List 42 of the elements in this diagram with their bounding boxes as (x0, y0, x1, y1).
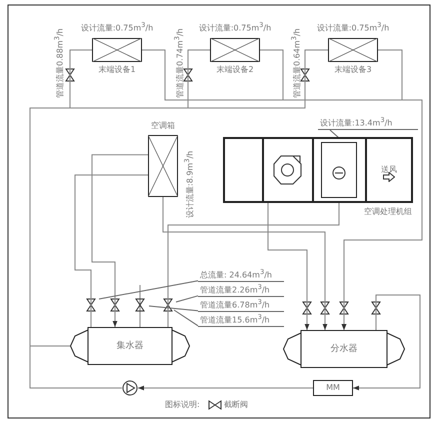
pipe-arrow (268, 202, 310, 330)
leader-line (174, 310, 198, 326)
node-label: 末端设备2 (216, 65, 254, 75)
leader-line (98, 280, 198, 300)
node-label: 空调处理机组 (364, 207, 412, 217)
node-label: 分水器 (330, 344, 358, 354)
pump-icon (122, 380, 138, 396)
flow-label (318, 118, 418, 130)
unit-section (366, 138, 412, 202)
unit-section (224, 138, 263, 202)
pipe-arrow (352, 294, 420, 390)
meter-box (313, 380, 353, 396)
flow-label (198, 315, 284, 327)
flow-label: 设计流量:0.75m$^{3}$/h (316, 20, 390, 34)
pipe-arrow (342, 50, 422, 330)
node-label: 管道流量2.26m$^{3}$/h (200, 282, 270, 296)
node-label: 集水器 (116, 341, 144, 351)
flow-label: 设计流量:0.75m$^{3}$/h (198, 20, 272, 34)
legend-title: 图标说明: (165, 400, 200, 410)
flow-label (198, 285, 284, 297)
node-label: 管道流量6.78m$^{3}$/h (200, 297, 270, 311)
node-label: 送风 (381, 165, 397, 175)
node-label: 末端设备3 (334, 65, 372, 75)
flow-label (198, 270, 284, 282)
leader-line (330, 130, 340, 138)
flow-label (198, 300, 284, 312)
pipe-arrow (92, 154, 148, 328)
pipe-arrow (138, 386, 314, 390)
leader-line (176, 295, 198, 302)
manifold-tank (283, 330, 405, 368)
node-label: 末端设备1 (98, 65, 136, 75)
flow-label: 设计流量:0.75m$^{3}$/h (80, 20, 154, 34)
fan-section (263, 138, 313, 202)
flow-label: 空调箱 (151, 121, 175, 131)
manifold-tank (70, 327, 190, 365)
node-label: 管道流量15.6m$^{3}$/h (200, 312, 270, 326)
node-label: 设计流量:13.4m$^{3}$/h (320, 115, 392, 129)
coil-section (313, 138, 366, 202)
legend-label: 截断阀 (224, 400, 248, 410)
leader-line (148, 306, 198, 312)
node-label: MM (326, 383, 340, 393)
node-label: 总流量: 24.64m$^{3}$/h (200, 267, 272, 281)
